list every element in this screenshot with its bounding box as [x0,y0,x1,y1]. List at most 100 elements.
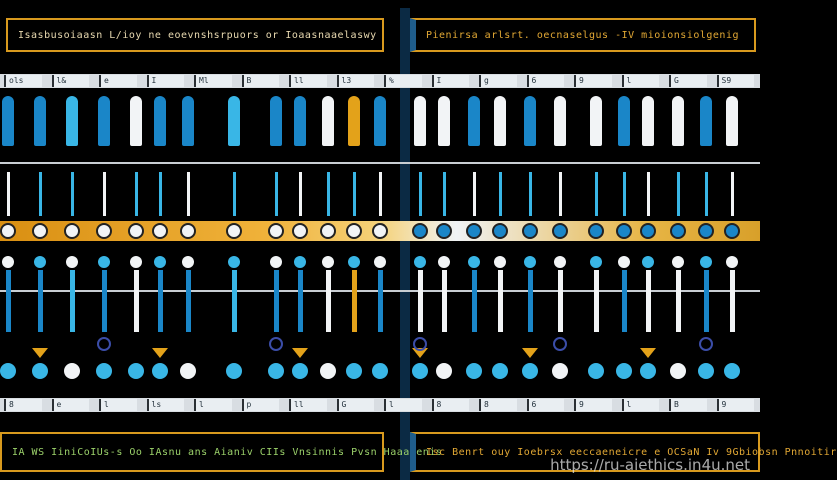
bottom-node [670,363,686,379]
bottom-node [180,363,196,379]
rail-segment: 8 [479,399,517,411]
upper-pin [103,172,106,216]
upper-pin [7,172,10,216]
lower-stem [472,270,477,332]
bus-node [698,223,714,239]
lower-stem [6,270,11,332]
rail-segment: l [194,399,232,411]
upper-pin [379,172,382,216]
upper-tube [130,96,142,146]
bus-node [640,223,656,239]
lower-head [700,256,712,268]
upper-pin [499,172,502,216]
bus-node [268,223,284,239]
lower-head [2,256,14,268]
upper-tube [726,96,738,146]
bottom-node [64,363,80,379]
bus-node [724,223,740,239]
upper-pin [39,172,42,216]
bottom-left-banner: IA WS IiniCoIUs-s Oo IAsnu ans Aianiv CI… [0,432,442,472]
lower-stem [274,270,279,332]
rail-segment: % [384,75,422,87]
upper-pin [529,172,532,216]
bus-node [552,223,568,239]
lower-head [270,256,282,268]
bus-node [180,223,196,239]
lower-head [182,256,194,268]
lower-stem [418,270,423,332]
bus-node [226,223,242,239]
lower-stem [102,270,107,332]
rail-segment: ll [289,75,327,87]
top-left-banner-text: Isasbusoiaasn L/ioy ne eoevnshsrpuors or… [18,29,377,41]
bottom-node [724,363,740,379]
lower-stem [676,270,681,332]
rail-segment: p [241,399,279,411]
ring-marker [413,337,427,351]
lower-stem [232,270,237,332]
bottom-node [698,363,714,379]
rail-segment: g [479,75,517,87]
rail-segment: l [384,399,422,411]
upper-tube [438,96,450,146]
upper-pin [559,172,562,216]
lower-head [154,256,166,268]
lower-head [618,256,630,268]
bottom-node [372,363,388,379]
lower-head [438,256,450,268]
upper-pin [353,172,356,216]
upper-pin [647,172,650,216]
lower-stem [298,270,303,332]
lower-head [66,256,78,268]
bus-node [492,223,508,239]
rail-segment: l& [51,75,89,87]
lower-head [348,256,360,268]
upper-tube [322,96,334,146]
upper-tube [374,96,386,146]
lower-head [414,256,426,268]
upper-pin [233,172,236,216]
lower-stem [442,270,447,332]
bottom-node [492,363,508,379]
upper-tube [672,96,684,146]
rail-segment: 9 [574,75,612,87]
bottom-node [96,363,112,379]
rail-segment: 9 [574,399,612,411]
upper-tube [590,96,602,146]
gold-gem [412,348,428,358]
upper-tube [524,96,536,146]
bus-node [292,223,308,239]
upper-tube [468,96,480,146]
bus-node [152,223,168,239]
rail-segment: 6 [526,75,564,87]
upper-tube [154,96,166,146]
rail-segment: l3 [336,75,374,87]
upper-tube [642,96,654,146]
upper-tube [294,96,306,146]
upper-pin [473,172,476,216]
bus-node [346,223,362,239]
upper-pin [677,172,680,216]
gold-gem [32,348,48,358]
lower-stem [646,270,651,332]
bottom-node [292,363,308,379]
upper-tube [348,96,360,146]
bottom-node [522,363,538,379]
lower-head [590,256,602,268]
rail-segment: ols [4,75,42,87]
lower-head [468,256,480,268]
lower-head [98,256,110,268]
upper-tube [34,96,46,146]
bus-node [412,223,428,239]
lower-stem [528,270,533,332]
center-divider [400,8,410,480]
rail-segment: l [621,399,659,411]
ring-marker [553,337,567,351]
upper-tube [414,96,426,146]
bus-node [96,223,112,239]
upper-pin [731,172,734,216]
lower-head [130,256,142,268]
bus-node [320,223,336,239]
